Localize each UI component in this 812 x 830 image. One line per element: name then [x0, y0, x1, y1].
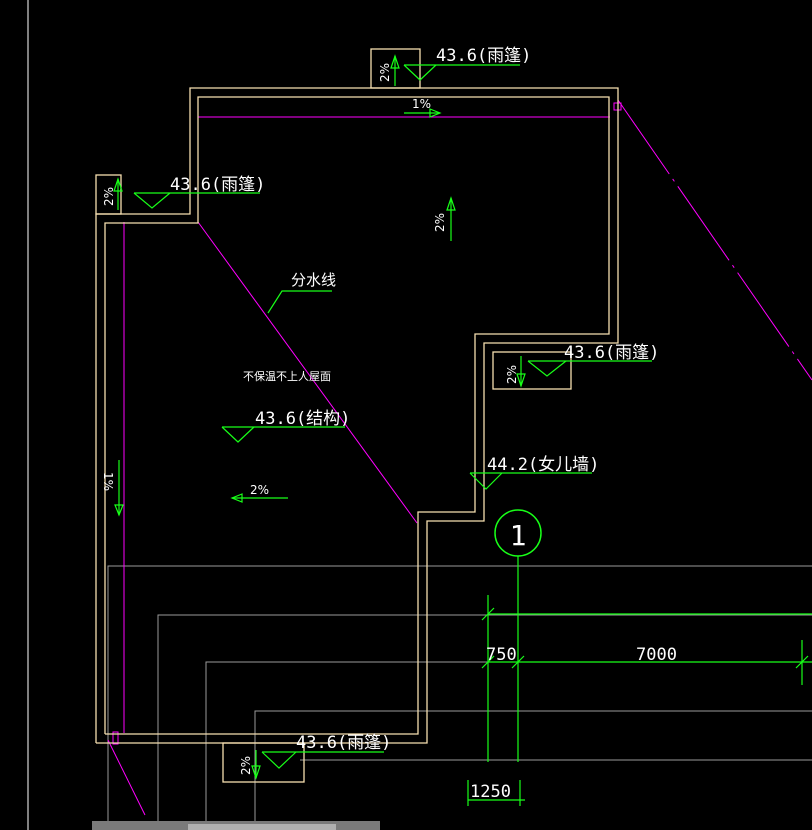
- slope-main-horizontal: 2%: [250, 483, 269, 497]
- slope-main-vertical: 2%: [433, 213, 447, 232]
- slope-canopy-top: 2%: [378, 63, 392, 82]
- slope-canopy-left: 2%: [102, 187, 116, 206]
- inner-offset-lines: [112, 102, 622, 745]
- elevation-parapet: 44.2(女儿墙): [487, 455, 599, 475]
- slope-canopy-bottom: 2%: [239, 756, 253, 775]
- divide-lines: [107, 99, 812, 816]
- axis-and-dimensions: [467, 556, 812, 806]
- elevation-structure: 43.6(结构): [255, 409, 350, 429]
- reference-lines: [107, 565, 812, 830]
- slope-left-corridor: 1%: [101, 472, 115, 491]
- parapet-walls: [95, 48, 619, 783]
- axis-label: 1: [510, 519, 527, 552]
- divide-line-label: 分水线: [291, 271, 336, 289]
- roof-note: 不保温不上人屋面: [243, 369, 331, 383]
- bottom-strip-inset: [188, 824, 336, 830]
- slope-arrows: [113, 54, 526, 780]
- elevation-canopy-bottom: 43.6(雨篷): [296, 733, 391, 753]
- dimension-1250: 1250: [470, 782, 511, 802]
- slope-top-corridor: 1%: [412, 97, 431, 111]
- dimension-750: 750: [486, 645, 517, 665]
- elevation-markers: [133, 64, 652, 769]
- elevation-canopy-left: 43.6(雨篷): [170, 175, 265, 195]
- elevation-canopy-top: 43.6(雨篷): [436, 46, 531, 66]
- dimension-7000: 7000: [636, 645, 677, 665]
- axis-bubble: [494, 509, 542, 557]
- elevation-canopy-right: 43.6(雨篷): [564, 343, 659, 363]
- slope-canopy-right: 2%: [505, 365, 519, 384]
- divide-line-leader: [267, 290, 332, 314]
